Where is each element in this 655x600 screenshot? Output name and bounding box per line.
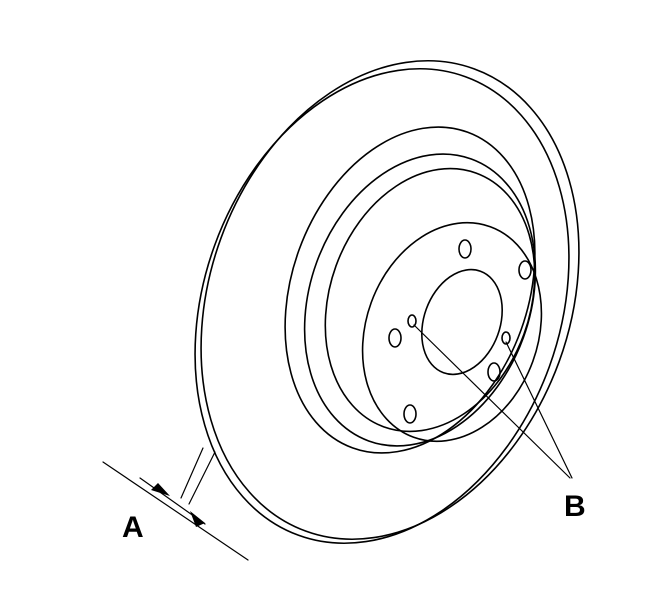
extension-line-top-1	[180, 447, 204, 499]
arrow-head-right	[190, 511, 205, 527]
hub-face-edge	[361, 221, 543, 443]
thickness-dimension-a	[102, 447, 249, 561]
rotor-outer-edge	[200, 59, 580, 541]
friction-ring-inner-edge	[284, 126, 536, 454]
leader-lines-b	[413, 324, 573, 479]
bolt-hole	[487, 362, 501, 382]
leader-line-b-1	[413, 324, 571, 479]
bolt-hole	[403, 404, 417, 424]
screw-hole	[501, 331, 511, 345]
dimension-label-a: A	[122, 511, 144, 544]
extension-line-left	[102, 461, 249, 561]
wheel-bolt-holes	[388, 239, 532, 424]
brake-disc	[194, 59, 580, 545]
screw-hole	[407, 314, 417, 328]
rotor-outer-back-edge	[194, 67, 570, 545]
extension-line-top-2	[188, 451, 216, 505]
arrow-head-left	[151, 483, 170, 496]
callout-label-b: B	[564, 490, 586, 523]
bolt-hole	[388, 328, 402, 348]
bolt-hole	[518, 260, 532, 280]
bolt-hole	[458, 239, 472, 259]
screw-holes-b	[407, 314, 511, 345]
center-bore	[420, 268, 504, 376]
hat-step-edge	[324, 167, 536, 433]
leader-line-b-2	[505, 341, 573, 479]
